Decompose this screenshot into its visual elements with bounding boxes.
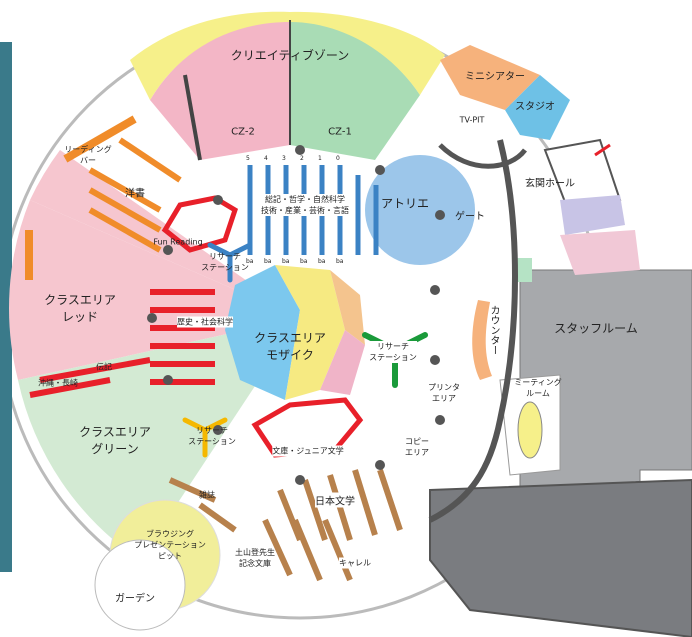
label-class-red: クラスエリア レッド <box>44 293 116 324</box>
research-station-yellow <box>182 417 228 458</box>
shelf-bottom-label: ba <box>282 258 290 265</box>
tv-pit-seating <box>438 143 527 169</box>
shelf-bottom-label: ba <box>300 258 308 265</box>
fun-reading-shelf <box>161 195 239 253</box>
label-studio: スタジオ <box>515 101 555 113</box>
mosaic-pink <box>320 330 365 395</box>
label-general-philosophy: 総記・哲学・自然科学 技術・産業・芸術・言語 <box>261 194 349 216</box>
history-shelves <box>29 289 215 398</box>
perimeter-shelf <box>63 115 137 163</box>
counter <box>472 300 492 380</box>
meeting-table <box>517 401 543 459</box>
label-class-mosaic: クラスエリア モザイク <box>254 331 326 362</box>
pink-room <box>560 230 640 275</box>
label-mini-theater: ミニシアター <box>465 71 525 83</box>
shelf-bottom-label: ba <box>336 258 344 265</box>
label-creative-zone: クリエイティブゾーン <box>230 48 350 63</box>
atelier <box>365 155 475 265</box>
label-class-green: クラスエリア グリーン <box>79 425 151 456</box>
shelf-number: 2 <box>300 155 304 162</box>
columns <box>147 145 445 485</box>
label-research-station-1: リサーチ ステーション <box>201 252 249 272</box>
research-station-blue <box>207 242 253 283</box>
photo-strip <box>0 42 12 572</box>
shelf-number: 1 <box>318 155 322 162</box>
label-research-station-3: リサーチ ステーション <box>188 426 236 446</box>
label-tsuchiyama: 土山登先生 記念文庫 <box>235 548 275 568</box>
label-carrel: キャレル <box>339 557 371 569</box>
shelf-number: 4 <box>264 155 268 162</box>
studio <box>505 75 570 140</box>
label-history-social: 歴史・社会科学 <box>177 316 233 328</box>
shelf-number: 3 <box>282 155 286 162</box>
label-staff-room: スタッフルーム <box>554 321 638 336</box>
label-western-books: 洋書 <box>125 188 145 200</box>
label-copy-area: コピー エリア <box>405 437 429 457</box>
japanese-lit-shelves <box>262 469 403 582</box>
shelf-bottom-label: ba <box>264 258 272 265</box>
bottom-gray-block <box>429 478 692 637</box>
label-tv-pit: TV-PIT <box>459 115 485 125</box>
creative-zone-green <box>290 20 420 160</box>
purple-room <box>560 195 625 235</box>
garden <box>94 539 186 631</box>
label-garden: ガーデン <box>115 593 155 605</box>
perimeter-shelf <box>25 230 33 280</box>
inner-wall <box>428 139 518 523</box>
creative-zone-yellow-band <box>130 11 445 100</box>
label-printer-area: プリンタ エリア <box>428 383 460 403</box>
mini-theater <box>440 45 540 110</box>
label-atelier: アトリエ <box>380 196 430 211</box>
label-gate: ゲート <box>455 211 485 223</box>
western-books-shelves <box>88 137 182 253</box>
mosaic-yellow <box>275 265 345 400</box>
shelf-number: 5 <box>246 155 250 162</box>
label-cz1: CZ-1 <box>328 126 352 138</box>
label-bunko-junior: 文庫・ジュニア文学 <box>272 445 344 457</box>
label-entrance-hall: 玄関ホール <box>525 178 575 190</box>
entrance-arrow-icon <box>594 143 611 157</box>
label-meeting-room: ミーティング ルーム <box>514 378 562 398</box>
area-green <box>18 318 300 560</box>
magazine-shelf <box>198 502 237 533</box>
label-magazines: 雑誌 <box>199 490 215 500</box>
label-okinawa: 沖縄・長崎 <box>38 378 78 388</box>
label-browsing-pit: ブラウジング プレゼンテーション ピット <box>134 529 206 561</box>
label-reading-bar: リーディング バー <box>64 145 112 165</box>
label-japanese-lit: 日本文学 <box>315 492 355 508</box>
shelf-bottom-label: ba <box>318 258 326 265</box>
mosaic-blue <box>225 265 300 400</box>
creative-zone-pink <box>150 20 290 160</box>
shelf-number: 0 <box>336 155 340 162</box>
mosaic-orange <box>330 270 365 345</box>
label-counter: カウンター <box>488 305 499 355</box>
cz-divider-1 <box>183 74 202 161</box>
label-cz2: CZ-2 <box>231 126 255 138</box>
magazine-shelf <box>168 477 217 503</box>
label-biography: 伝記 <box>96 362 112 372</box>
shelf-bottom-label: ba <box>246 258 254 265</box>
label-research-station-2: リサーチ ステーション <box>369 341 417 363</box>
label-fun-reading: Fun Reading <box>153 237 203 247</box>
